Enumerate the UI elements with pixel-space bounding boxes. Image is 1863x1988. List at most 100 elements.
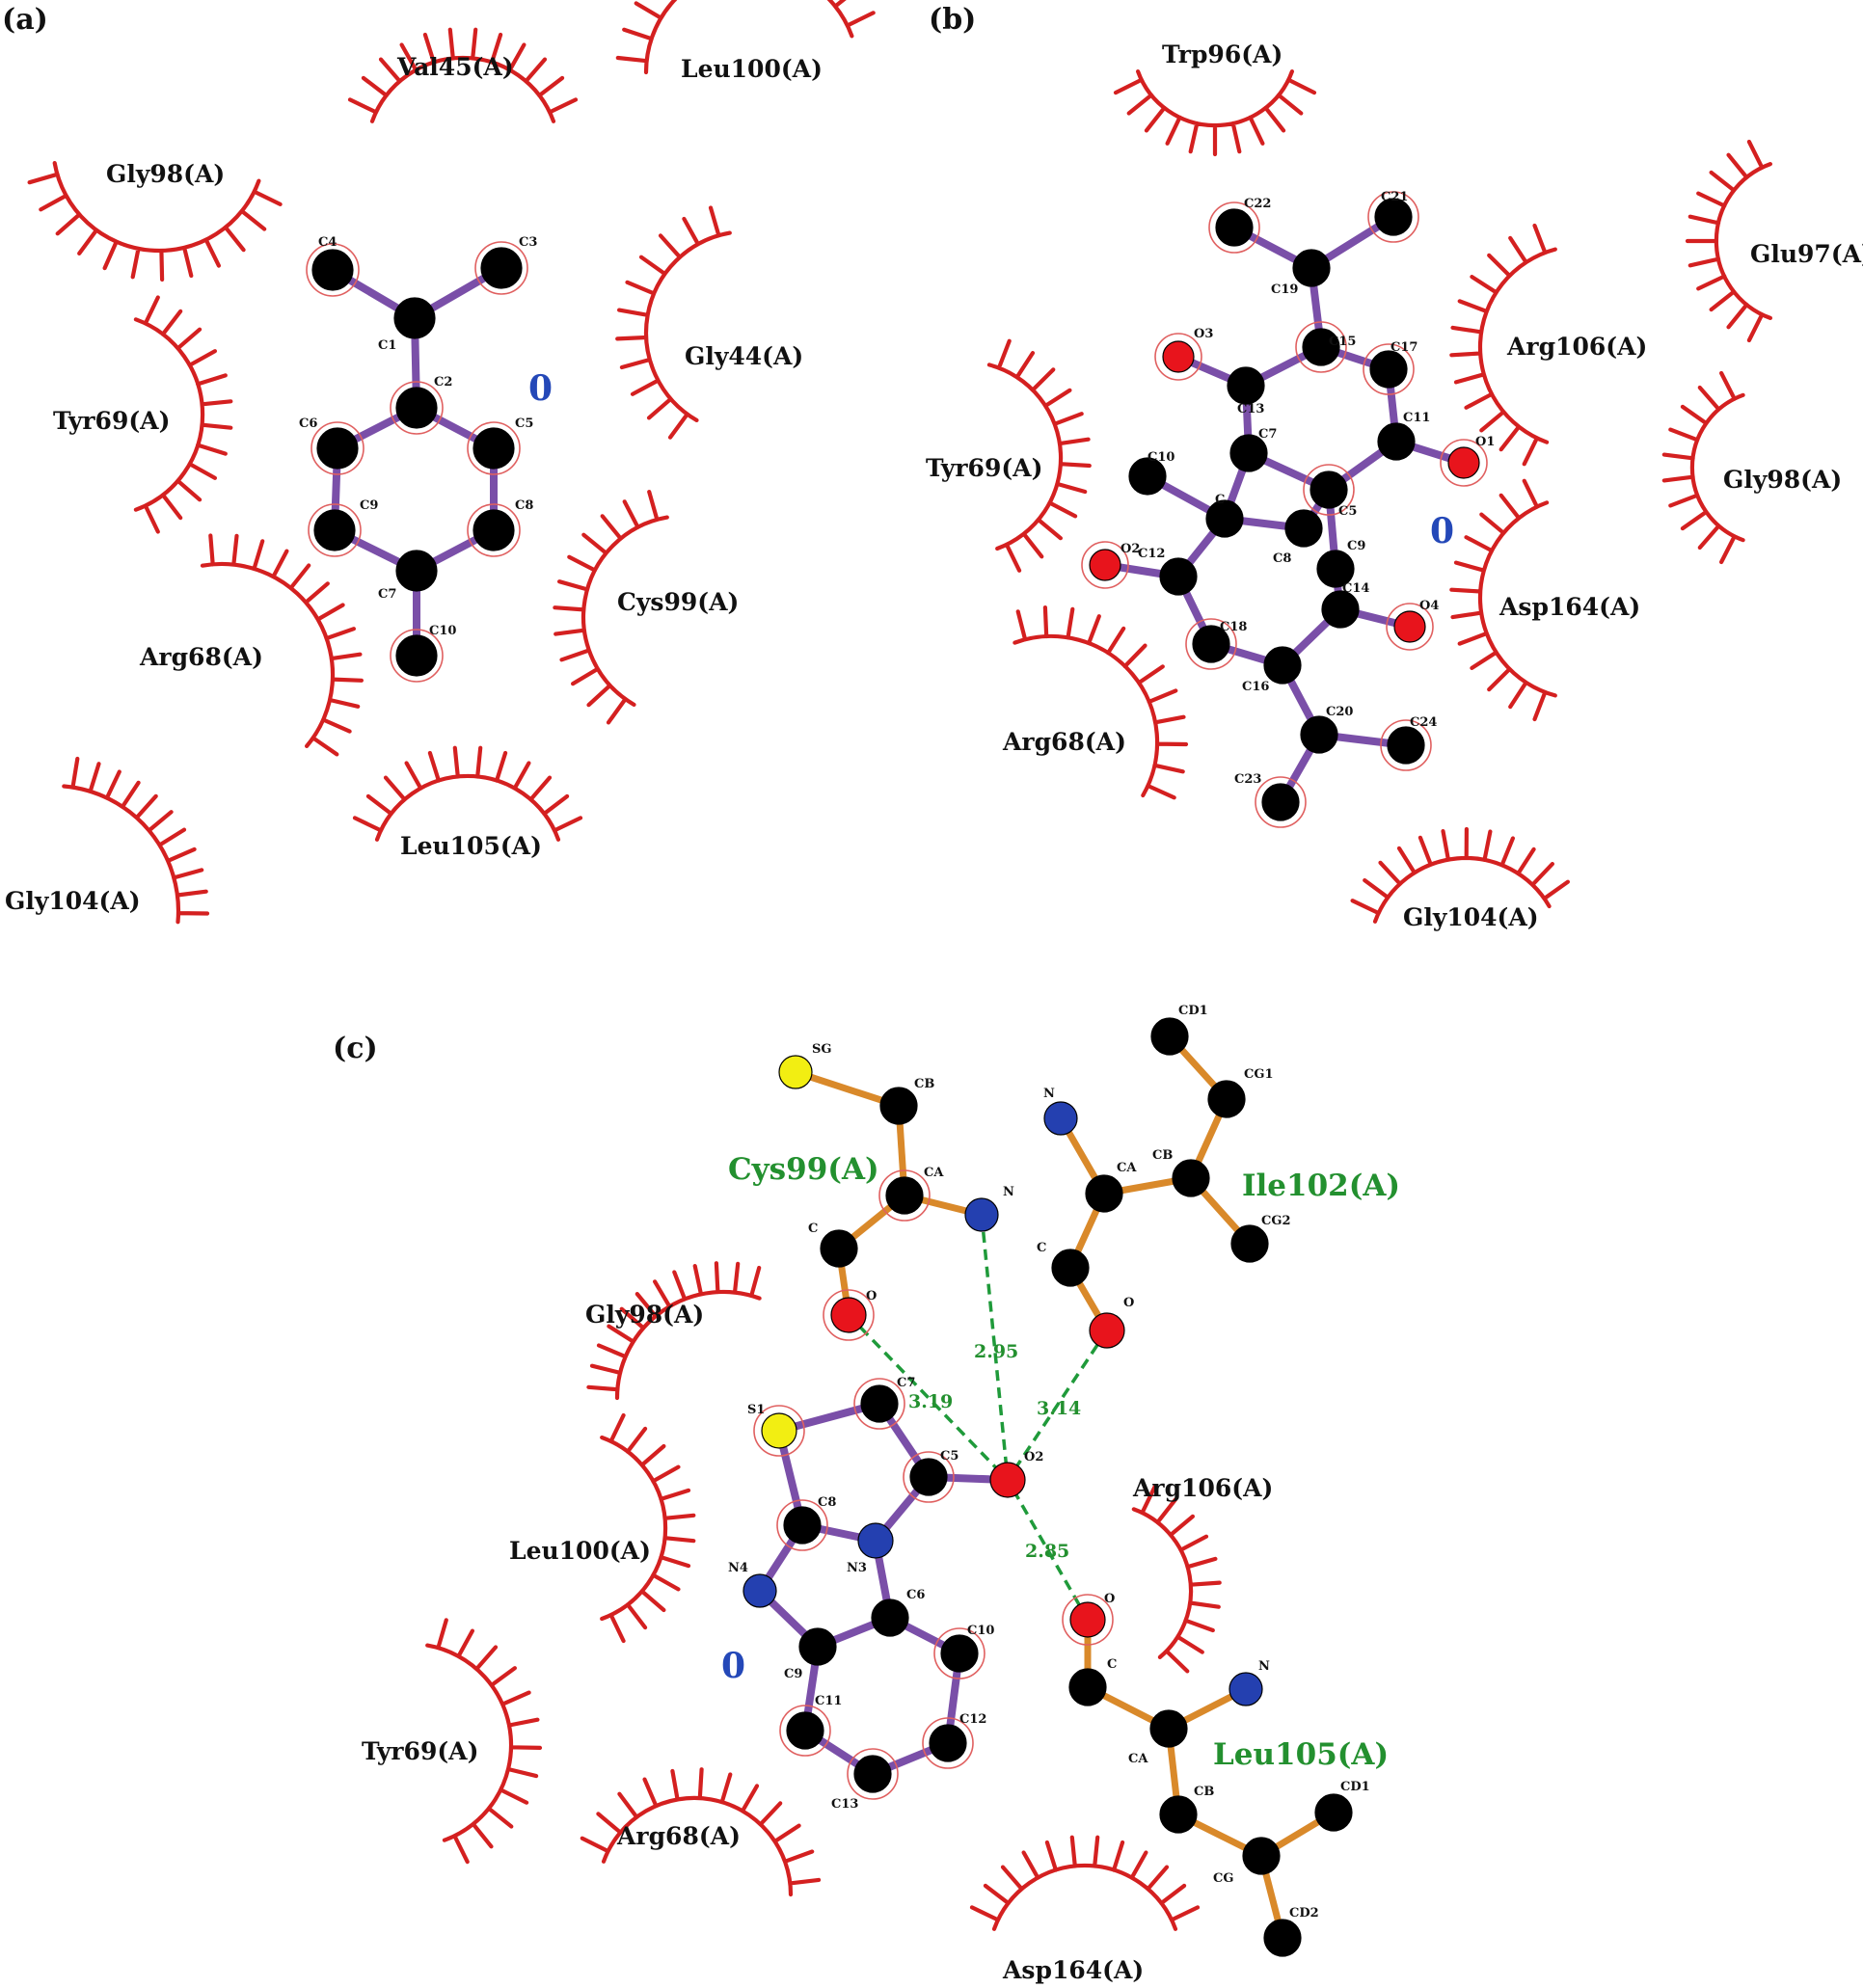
contact-halo	[1295, 321, 1347, 373]
atom-label: O	[1123, 1296, 1134, 1310]
residue-label: Arg68(A)	[616, 1822, 741, 1850]
contact-halo	[922, 1717, 974, 1769]
hydrophobic-arcs-b	[986, 69, 1772, 924]
panel-label-b: (b)	[929, 3, 976, 37]
atom-label: C9	[1347, 539, 1365, 553]
residue-label: Leu100(A)	[509, 1537, 651, 1565]
hydrophobic-arc	[1012, 605, 1189, 800]
hydrogen-bonds-c	[847, 1214, 1109, 1621]
atom-label: C22	[1244, 197, 1271, 211]
atom-label: O4	[1419, 599, 1439, 613]
oxygen-atom	[1162, 340, 1195, 373]
carbon-atom	[472, 427, 515, 470]
oxygen-atom	[1089, 1312, 1125, 1349]
hydrophobic-arc	[969, 1835, 1201, 1931]
ligand-atoms-a	[306, 241, 528, 683]
atom-label: C17	[1390, 340, 1418, 355]
hydrophobic-arc	[615, 0, 876, 75]
carbon-atom	[1387, 726, 1425, 765]
hydrophobic-arc	[347, 27, 579, 123]
carbon-atom	[879, 1087, 918, 1125]
hbond-distance-labels-c: 2.95 3.19 3.14 2.85	[908, 1341, 1081, 1562]
atom-label: C19	[1271, 282, 1298, 297]
residue-label: Tyr69(A)	[53, 407, 170, 435]
atom-label: C	[1107, 1657, 1117, 1672]
atom-label: C3	[519, 235, 537, 250]
carbon-atom	[853, 1755, 892, 1793]
residue-label: Glu97(A)	[1750, 240, 1863, 268]
atom-label: CD1	[1178, 1004, 1208, 1018]
residue-labels-b: Trp96(A) Glu97(A) Arg106(A) Tyr69(A) Gly…	[926, 40, 1863, 931]
atom-label: C16	[1242, 680, 1269, 694]
residue-label: Tyr69(A)	[362, 1737, 478, 1765]
contact-halo	[1081, 541, 1129, 589]
carbon-atom	[1128, 457, 1167, 496]
atom-label: C9	[360, 498, 378, 513]
hydrogen-bond	[980, 1214, 1010, 1481]
atom-labels-c: SG CB CA N C O CD1 CG1 N CA CB CG2 C O C…	[728, 1004, 1370, 1921]
carbon-atom	[313, 509, 356, 551]
contact-halo	[310, 421, 364, 475]
carbon-atom	[1369, 350, 1408, 389]
atom-label: C4	[318, 235, 337, 250]
contact-halo	[1440, 439, 1488, 487]
contact-halo	[1303, 464, 1355, 516]
atom-label: CG1	[1244, 1067, 1274, 1082]
contact-halo	[1154, 333, 1202, 381]
carbon-atom	[1227, 366, 1265, 405]
residue-label: Trp96(A)	[1162, 40, 1282, 68]
carbon-atom	[311, 249, 354, 291]
contact-halo	[306, 243, 360, 297]
carbon-atom	[860, 1384, 899, 1423]
zero-marker: 0	[721, 1646, 745, 1686]
oxygen-atom	[1447, 446, 1480, 479]
atom-label: CD1	[1340, 1780, 1370, 1794]
carbon-atom	[1377, 422, 1416, 461]
residue-label: Cys99(A)	[617, 588, 739, 616]
carbon-atom	[1085, 1174, 1123, 1213]
carbon-atom	[395, 634, 438, 677]
atom-label: C9	[784, 1667, 802, 1681]
atom-label: C	[808, 1222, 818, 1236]
carbon-atom	[940, 1634, 979, 1673]
carbon-atom	[1310, 470, 1348, 509]
residue-label: Gly104(A)	[1403, 903, 1539, 931]
residue-labels-a: Val45(A) Leu100(A) Gly98(A) Gly44(A) Tyr…	[5, 53, 823, 915]
atom-label: CA	[1117, 1161, 1137, 1175]
atom-label: C5	[515, 416, 533, 431]
carbon-atom	[1314, 1793, 1353, 1832]
carbon-atom	[480, 247, 523, 289]
hydrophobic-arc	[133, 295, 233, 534]
carbon-atom	[1230, 1224, 1269, 1263]
atom-label: N3	[847, 1561, 867, 1575]
carbon-atom	[393, 297, 436, 339]
atom-label: C13	[1237, 402, 1264, 416]
nitrogen-atom	[742, 1573, 777, 1608]
residue-label: Gly98(A)	[585, 1301, 704, 1329]
atom-label: CA	[1128, 1752, 1148, 1766]
atom-label: C10	[429, 624, 456, 638]
carbon-atom	[1172, 1159, 1210, 1197]
carbon-atom	[798, 1627, 837, 1666]
hydrophobic-arc	[425, 1618, 543, 1865]
atom-label: C11	[815, 1694, 842, 1708]
residue-label: Arg68(A)	[1002, 728, 1126, 756]
atom-label: S1	[747, 1403, 765, 1417]
carbon-atom	[1300, 715, 1338, 754]
nitrogen-atom	[964, 1197, 999, 1232]
hbond-distance-label: 2.85	[1025, 1541, 1069, 1562]
carbon-atom	[1321, 590, 1360, 629]
panel-a: (a) Val45(A) Leu100(A) Gly98(A) Gly44(A)…	[2, 0, 876, 925]
hydrophobic-arc	[1449, 478, 1557, 722]
atom-label: C21	[1381, 190, 1408, 204]
atom-label: C14	[1342, 581, 1369, 596]
atom-label: C8	[515, 498, 533, 513]
atom-label: O2	[1024, 1450, 1043, 1464]
atom-label: C12	[1138, 547, 1165, 561]
atom-label: C7	[897, 1376, 915, 1390]
carbon-atom	[1205, 499, 1244, 538]
carbon-atom	[1215, 208, 1254, 247]
hydrophobic-arc	[553, 490, 669, 725]
carbon-atom	[1316, 550, 1355, 588]
carbon-atom	[1292, 249, 1331, 287]
